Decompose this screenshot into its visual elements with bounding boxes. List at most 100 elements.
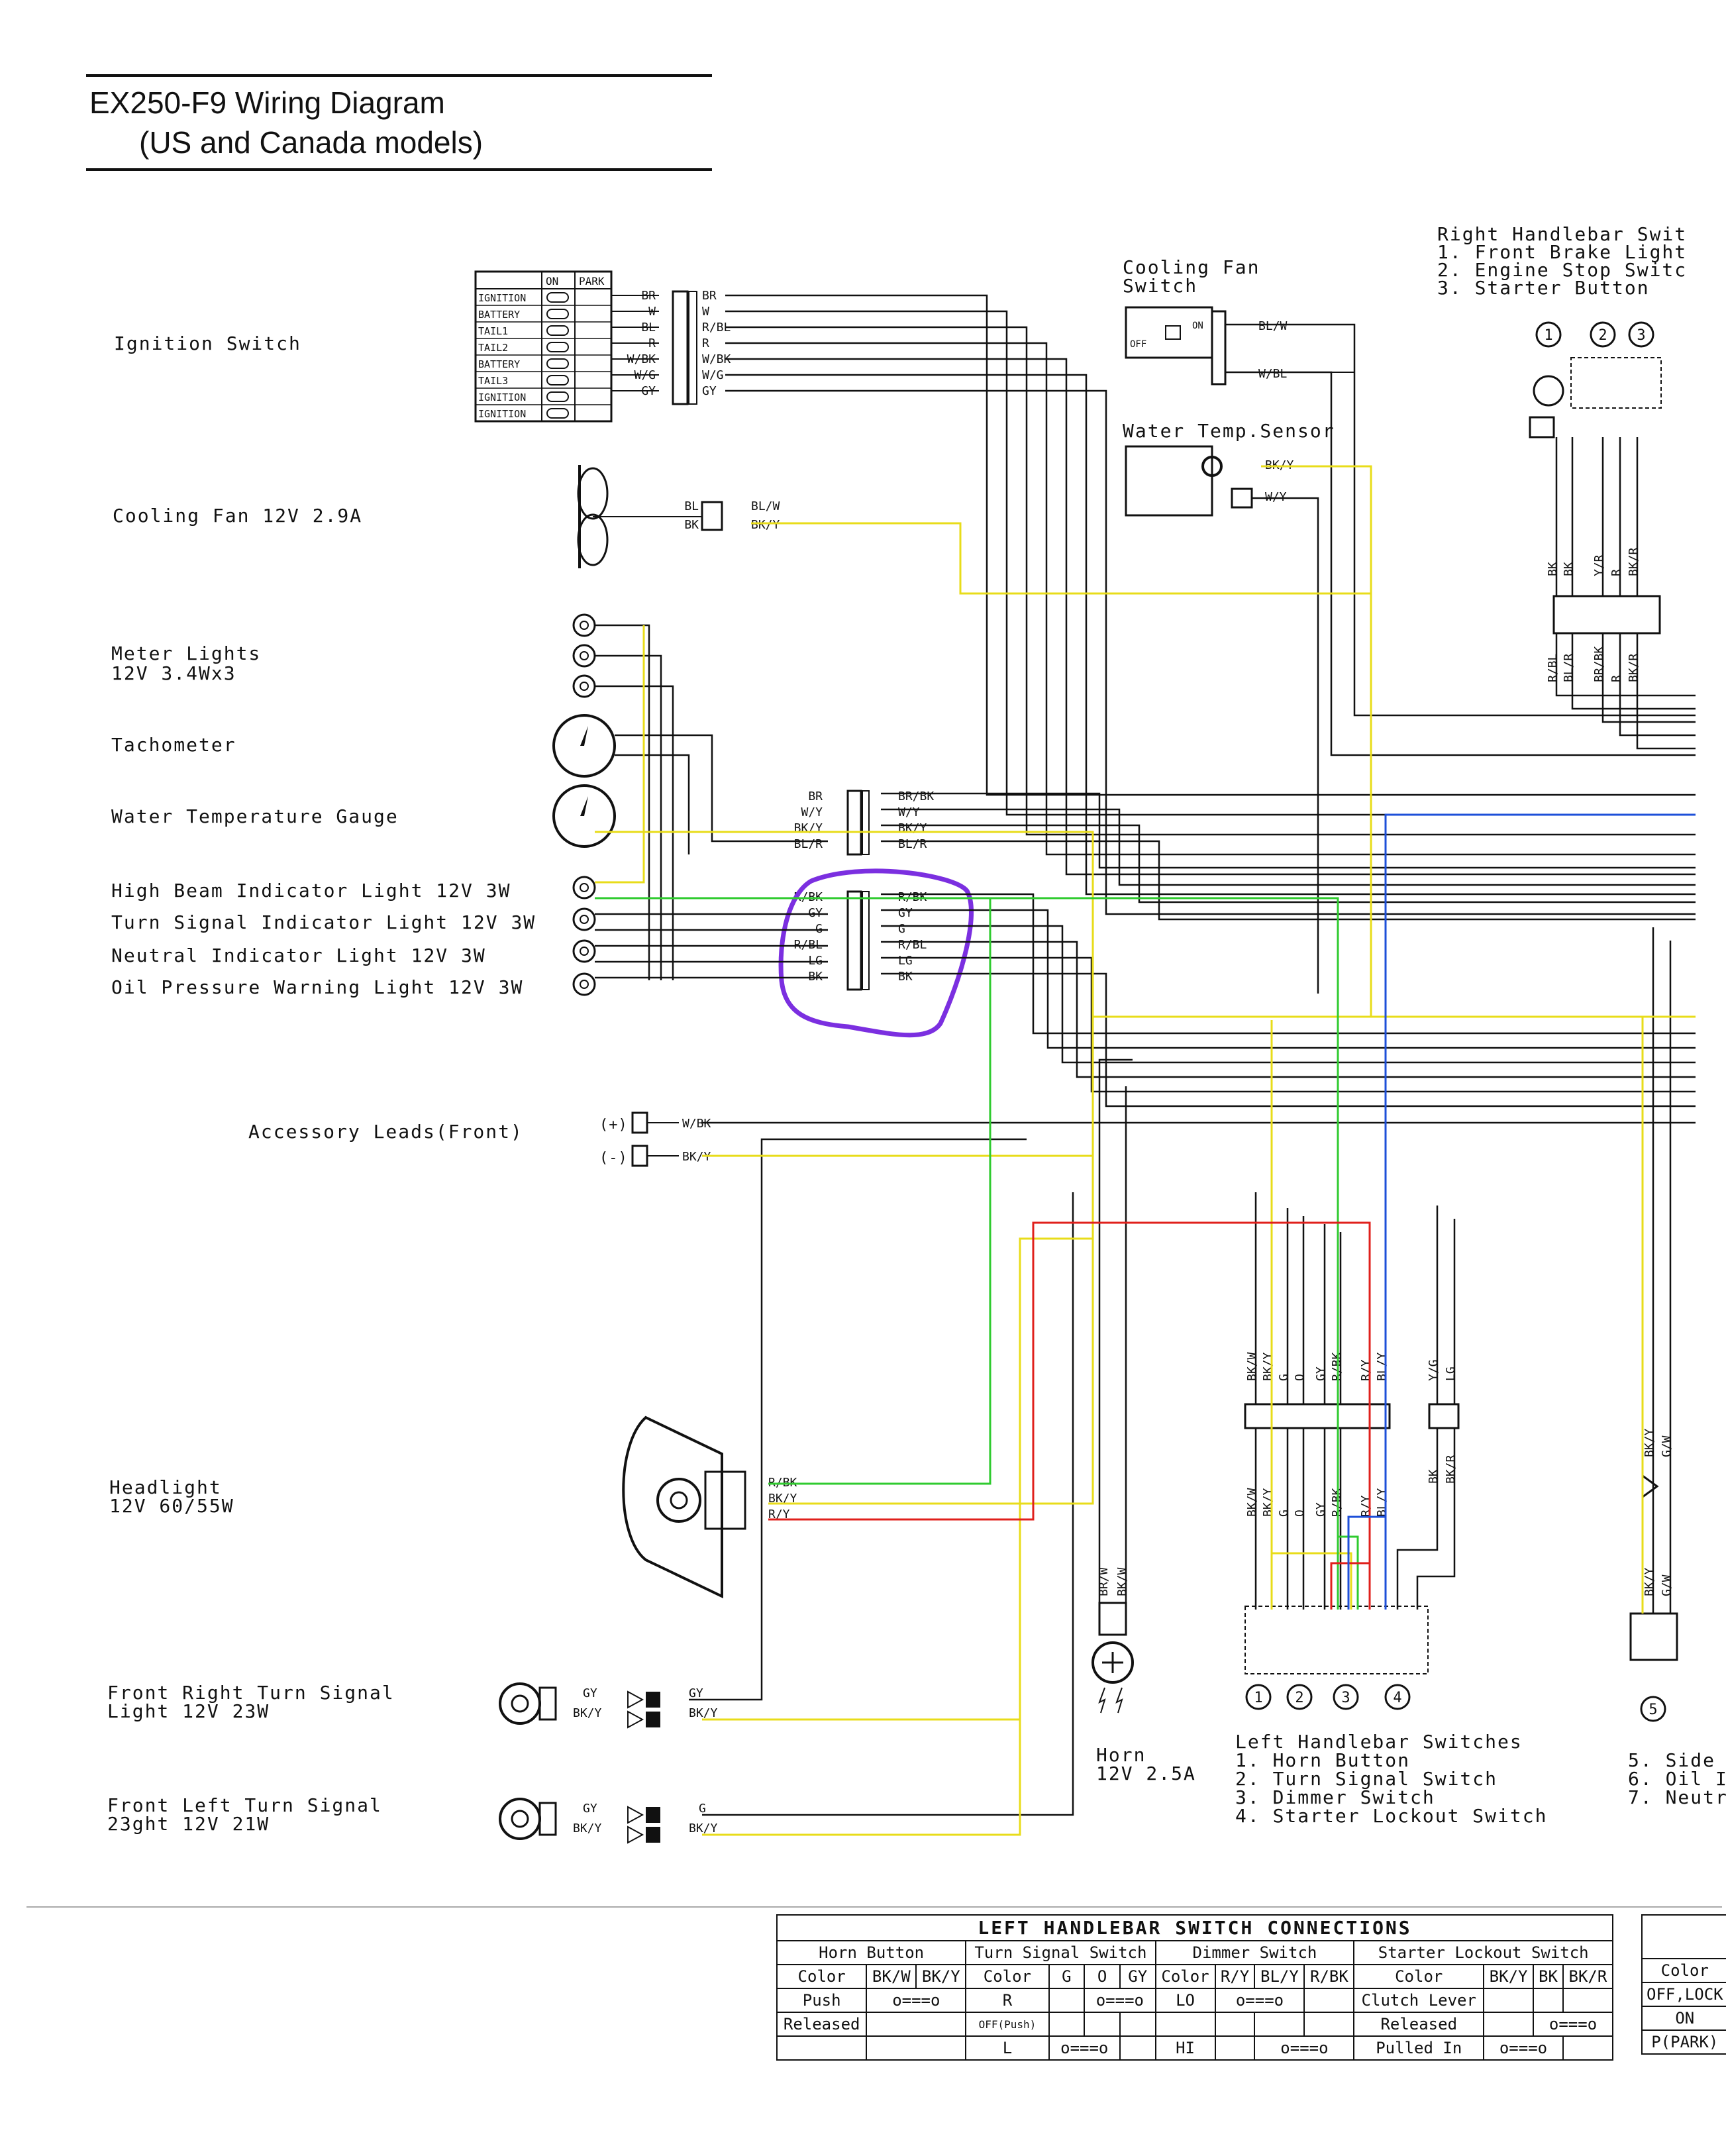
gauge-wire-left: W/Y: [801, 805, 823, 819]
fan-switch-wire: BL/W: [1258, 319, 1288, 333]
indicator-wire-right: LG: [898, 954, 913, 968]
meter-bulb-icon: [572, 613, 596, 637]
dim-r0: LO: [1154, 1988, 1216, 2013]
accessory-plus-label: (+): [599, 1117, 628, 1133]
number-circle-label: 1: [1254, 1690, 1262, 1706]
indicator-right-wire: [881, 909, 1696, 1049]
indicator-bulb-icon: [572, 972, 596, 996]
indicator-bulbs: [572, 876, 596, 996]
rh-wire-bottom: R/BL: [1546, 653, 1560, 682]
accessory-wire: W/BK: [682, 1117, 711, 1131]
ignition-bus-wire: [725, 358, 1696, 876]
fan-switch-wire: W/BL: [1258, 367, 1288, 381]
turn-r0: R: [965, 1988, 1050, 2013]
indicator-wire-right: R/BL: [898, 938, 927, 952]
oil-pressure-label: Oil Pressure Warning Light 12V 3W: [111, 976, 524, 998]
ignition-row-label: TAIL2: [478, 342, 508, 354]
number-circle: [1245, 1684, 1272, 1710]
ignition-contact: [546, 325, 569, 336]
lock-h3: BK/R: [1562, 1964, 1614, 1989]
meter-bulb-filament: [580, 651, 589, 660]
number-circle: [1590, 321, 1616, 348]
ignition-wire-right: BR: [702, 289, 717, 303]
gauge-connector: [846, 790, 870, 856]
indicator-right-wire: [881, 893, 1696, 1035]
rh-wire-top: R: [1609, 569, 1623, 576]
yellow-wire-turn-left: [702, 1720, 1021, 1836]
ignition-row-label: IGNITION: [478, 391, 526, 403]
front-right-turn-label: Front Right Turn Signal Light 12V 23W: [107, 1682, 395, 1722]
turn-wire: [689, 1138, 1027, 1701]
turn-connector-arrow: [627, 1690, 644, 1709]
lh-wire-bottom: R/Y: [1359, 1495, 1373, 1517]
right-switch-table: Color OFF,LOCK ON P(PARK): [1641, 1914, 1726, 2055]
lh-wire-top: BK/W: [1245, 1352, 1259, 1381]
horn-h2: BK/Y: [915, 1964, 967, 1989]
dim-h0: Color: [1154, 1964, 1216, 1989]
indicator-bulb-filament: [580, 915, 589, 924]
fr-turn-wire-right: BK/Y: [689, 1706, 718, 1720]
indicator-bulb-filament: [580, 883, 589, 892]
horn-r0: Push: [776, 1988, 868, 2013]
dim-h2: BL/Y: [1254, 1964, 1305, 1989]
ignition-contact: [546, 309, 569, 319]
right-table-2: ON: [1641, 2006, 1726, 2031]
rh-wire-bottom: BL/R: [1562, 653, 1576, 682]
rh-wire-bottom: BR/BK: [1592, 646, 1606, 682]
front-left-turn-label: Front Left Turn Signal 23ght 12V 21W: [107, 1794, 382, 1835]
title-rule-bottom: [86, 168, 712, 171]
ignition-switch-label: Ignition Switch: [114, 333, 301, 354]
ignition-row-label: TAIL3: [478, 375, 508, 387]
turn-h3: GY: [1119, 1964, 1156, 1989]
horn-h1: BK/W: [866, 1964, 917, 1989]
indicator-right-wire: [881, 941, 1696, 1078]
sensor-wire: [1252, 497, 1319, 994]
horn-h0: Color: [776, 1964, 868, 1989]
right-side-list: 5. Side 6. Oil I 7. Neutr: [1628, 1749, 1726, 1808]
fl-turn-wire-right: G: [699, 1802, 706, 1816]
gauge-wire-right: BL/R: [898, 837, 927, 851]
gauge-wire: [881, 808, 1696, 886]
green-wire-lh: [1338, 1535, 1359, 1610]
lh-wire-top: BL/Y: [1375, 1352, 1389, 1381]
green-wire-headlight: [768, 898, 991, 1485]
side-wire: BK/Y: [1643, 1567, 1656, 1596]
yellow-wire-fan: [751, 522, 1371, 595]
ignition-contact: [546, 408, 569, 419]
dim-r2-link: o===o: [1254, 2035, 1355, 2061]
ignition-bus-wire: [725, 294, 1696, 796]
fan-switch-wire: [1225, 323, 1696, 717]
meter-bulb-icon: [572, 644, 596, 668]
horn-label: Horn 12V 2.5A: [1096, 1744, 1196, 1784]
rh-bus-wire: [1636, 633, 1696, 750]
fan-wire-left: BL: [684, 499, 699, 513]
turn-wire: [702, 1192, 1074, 1816]
ignition-switch-block: IGNITIONBATTERYTAIL1TAIL2BATTERYTAIL3IGN…: [474, 270, 613, 423]
fan-switch-off-tag: OFF: [1130, 339, 1146, 350]
ignition-wire-right: W/BK: [702, 352, 731, 366]
front-left-turn-lamp: [499, 1798, 557, 1840]
rh-wire-top: BK: [1546, 562, 1560, 576]
indicator-right-wire: [881, 956, 1696, 1093]
indicator-wire-left: GY: [808, 906, 823, 920]
turn-h2: O: [1084, 1964, 1121, 1989]
lh-wire-top: R/Y: [1359, 1359, 1373, 1381]
ignition-bus-wire: [725, 389, 1696, 915]
lh-wire-top: O: [1293, 1374, 1307, 1381]
number-circle-label: 2: [1295, 1690, 1303, 1706]
accessory-leads-label: Accessory Leads(Front): [248, 1121, 523, 1143]
dim-r0-link: o===o: [1214, 1988, 1305, 2013]
lh-wire: [1416, 1428, 1456, 1610]
indicator-bulb-icon: [572, 907, 596, 931]
left-handlebar-connections-table: LEFT HANDLEBAR SWITCH CONNECTIONS Horn B…: [776, 1914, 1614, 2061]
gauge-wire-left: BL/R: [794, 837, 823, 851]
ignition-bus-wire: [725, 326, 1696, 836]
indicator-bulb-icon: [572, 876, 596, 899]
ignition-bus-wire: [725, 310, 1696, 816]
ignition-wire-right: GY: [702, 384, 717, 398]
indicator-wire-right: GY: [898, 906, 913, 920]
ignition-header-on: ON: [546, 275, 558, 287]
number-circle: [1384, 1684, 1411, 1710]
lh-wire-top2: LG: [1444, 1366, 1458, 1381]
